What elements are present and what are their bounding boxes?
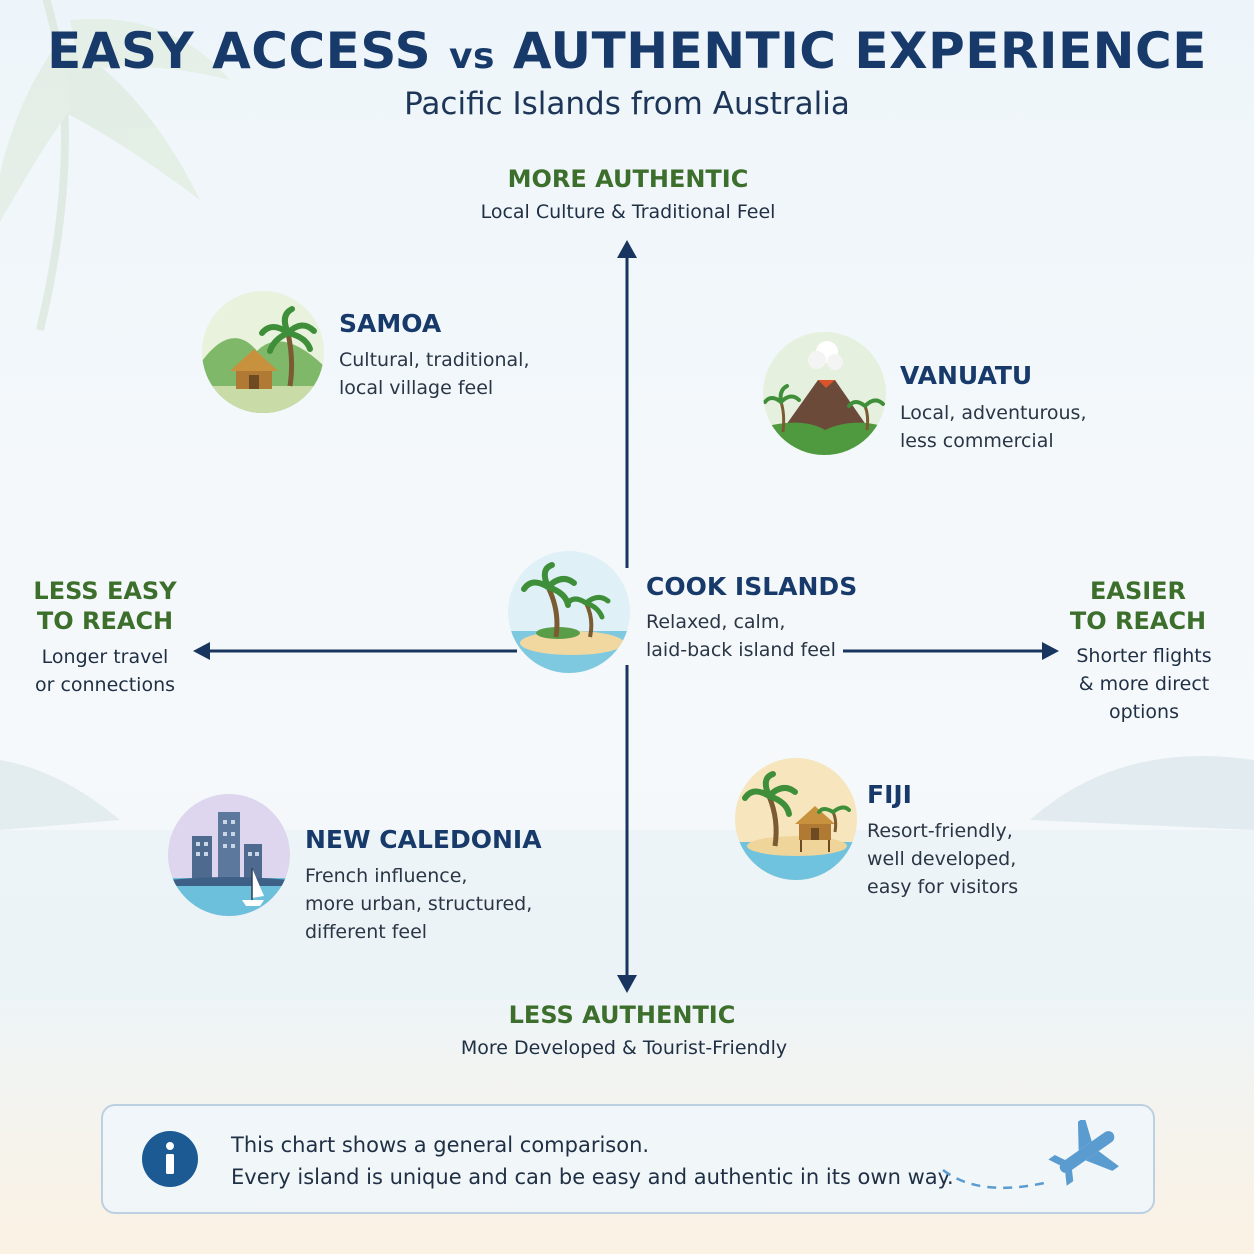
fiji-desc-2: well developed, xyxy=(867,848,1017,870)
new-caledonia-name: NEW CALEDONIA xyxy=(305,825,542,854)
axis-right-sub-3: options xyxy=(1109,701,1179,723)
new-caledonia-desc-3: different feel xyxy=(305,921,428,943)
title-vs: vs xyxy=(449,36,495,77)
axis-right-heading-1: EASIER xyxy=(1089,577,1187,605)
axis-top-sub: Local Culture & Traditional Feel xyxy=(480,201,776,223)
new-caledonia-desc-1: French influence, xyxy=(305,865,468,887)
new-caledonia-desc-2: more urban, structured, xyxy=(305,893,533,915)
axis-right-sub-1: Shorter flights xyxy=(1076,645,1212,667)
samoa-name: SAMOA xyxy=(339,309,442,338)
vanuatu-name: VANUATU xyxy=(900,361,1033,390)
palm-island-icon xyxy=(508,551,630,673)
arrow-down-icon xyxy=(617,975,637,993)
page-subtitle: Pacific Islands from Australia xyxy=(404,86,850,122)
hut-palm-icon xyxy=(202,291,324,413)
axis-left-sub-2: or connections xyxy=(34,674,176,696)
horizontal-axis xyxy=(193,642,1059,660)
axis-right-heading-2: TO REACH xyxy=(1069,607,1207,635)
page-title: EASY ACCESS vs AUTHENTIC EXPERIENCE xyxy=(0,22,1254,80)
axis-right-sub-2: & more direct xyxy=(1078,673,1210,695)
samoa-desc-2: local village feel xyxy=(339,377,494,399)
volcano-icon xyxy=(763,332,886,455)
note-line-2: Every island is unique and can be easy a… xyxy=(231,1165,954,1189)
cook-islands-desc-1: Relaxed, calm, xyxy=(646,611,786,633)
fiji-name: FIJI xyxy=(867,780,912,809)
axis-top-heading: MORE AUTHENTIC xyxy=(507,165,749,193)
airplane-icon xyxy=(942,1120,1119,1190)
samoa-desc-1: Cultural, traditional, xyxy=(339,349,530,371)
vanuatu-desc-2: less commercial xyxy=(900,430,1054,452)
title-part-authentic: AUTHENTIC EXPERIENCE xyxy=(512,22,1207,80)
axis-bottom-sub: More Developed & Tourist-Friendly xyxy=(460,1037,788,1059)
axis-left-sub-1: Longer travel xyxy=(41,646,169,668)
fiji-desc-1: Resort-friendly, xyxy=(867,820,1013,842)
title-part-easy-access: EASY ACCESS xyxy=(47,22,432,80)
arrow-up-icon xyxy=(617,240,637,258)
beach-bungalow-icon xyxy=(735,758,857,880)
cook-islands-desc-2: laid-back island feel xyxy=(646,639,836,661)
fiji-desc-3: easy for visitors xyxy=(867,876,1019,898)
note-line-1: This chart shows a general comparison. xyxy=(231,1133,650,1157)
axis-bottom-heading: LESS AUTHENTIC xyxy=(508,1001,736,1029)
city-sailboat-icon xyxy=(168,794,290,916)
cook-islands-name: COOK ISLANDS xyxy=(646,572,858,601)
axis-left-heading-2: TO REACH xyxy=(36,607,174,635)
vanuatu-desc-1: Local, adventurous, xyxy=(900,402,1087,424)
info-icon xyxy=(142,1131,198,1187)
axis-left-heading-1: LESS EASY xyxy=(33,577,177,605)
info-note: This chart shows a general comparison. E… xyxy=(101,1104,1155,1214)
